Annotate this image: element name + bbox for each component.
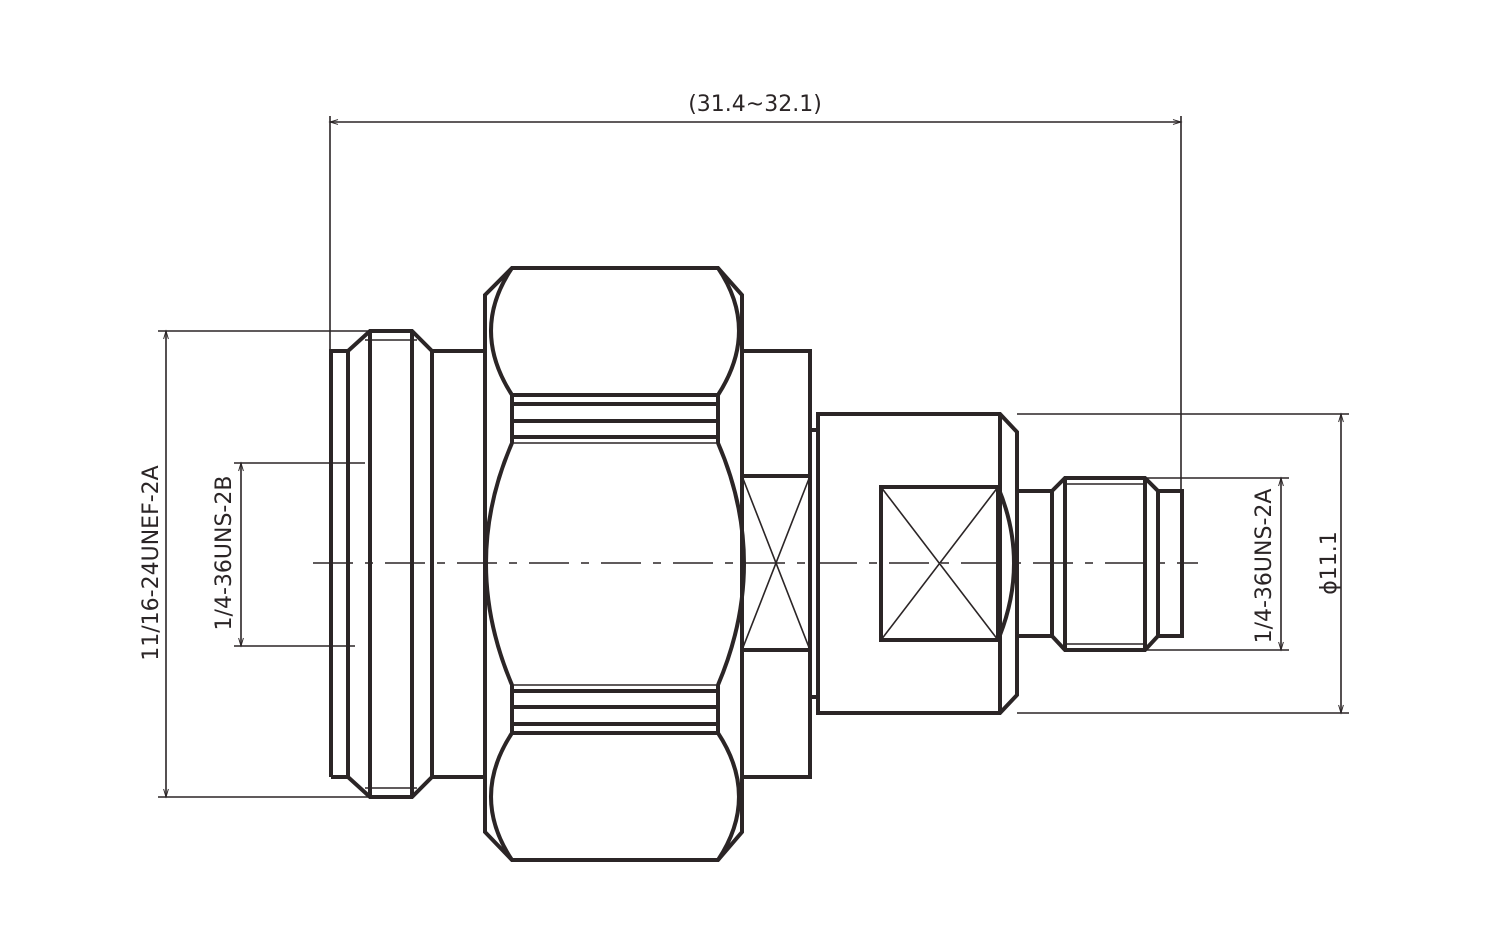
dimension-left-inner-thread: 1/4-36UNS-2B	[212, 461, 365, 648]
threaded-end	[1017, 476, 1184, 652]
body-sleeve	[741, 349, 818, 779]
right-diameter-label: ϕ11.1	[1317, 531, 1342, 595]
right-body	[816, 412, 1019, 715]
dimension-right-diameter: ϕ11.1	[1017, 412, 1349, 715]
left-flange	[329, 329, 485, 799]
hex-nut	[483, 266, 746, 862]
overall-length-label: (31.4~32.1)	[688, 92, 822, 117]
dimension-right-thread: 1/4-36UNS-2A	[1145, 476, 1289, 652]
dimension-left-outer-thread: 11/16-24UNEF-2A	[139, 329, 370, 799]
left-outer-thread-label: 11/16-24UNEF-2A	[139, 465, 164, 660]
right-thread-label: 1/4-36UNS-2A	[1252, 489, 1277, 644]
left-inner-thread-label: 1/4-36UNS-2B	[212, 476, 237, 631]
dimension-overall-length: (31.4~32.1)	[328, 92, 1183, 491]
